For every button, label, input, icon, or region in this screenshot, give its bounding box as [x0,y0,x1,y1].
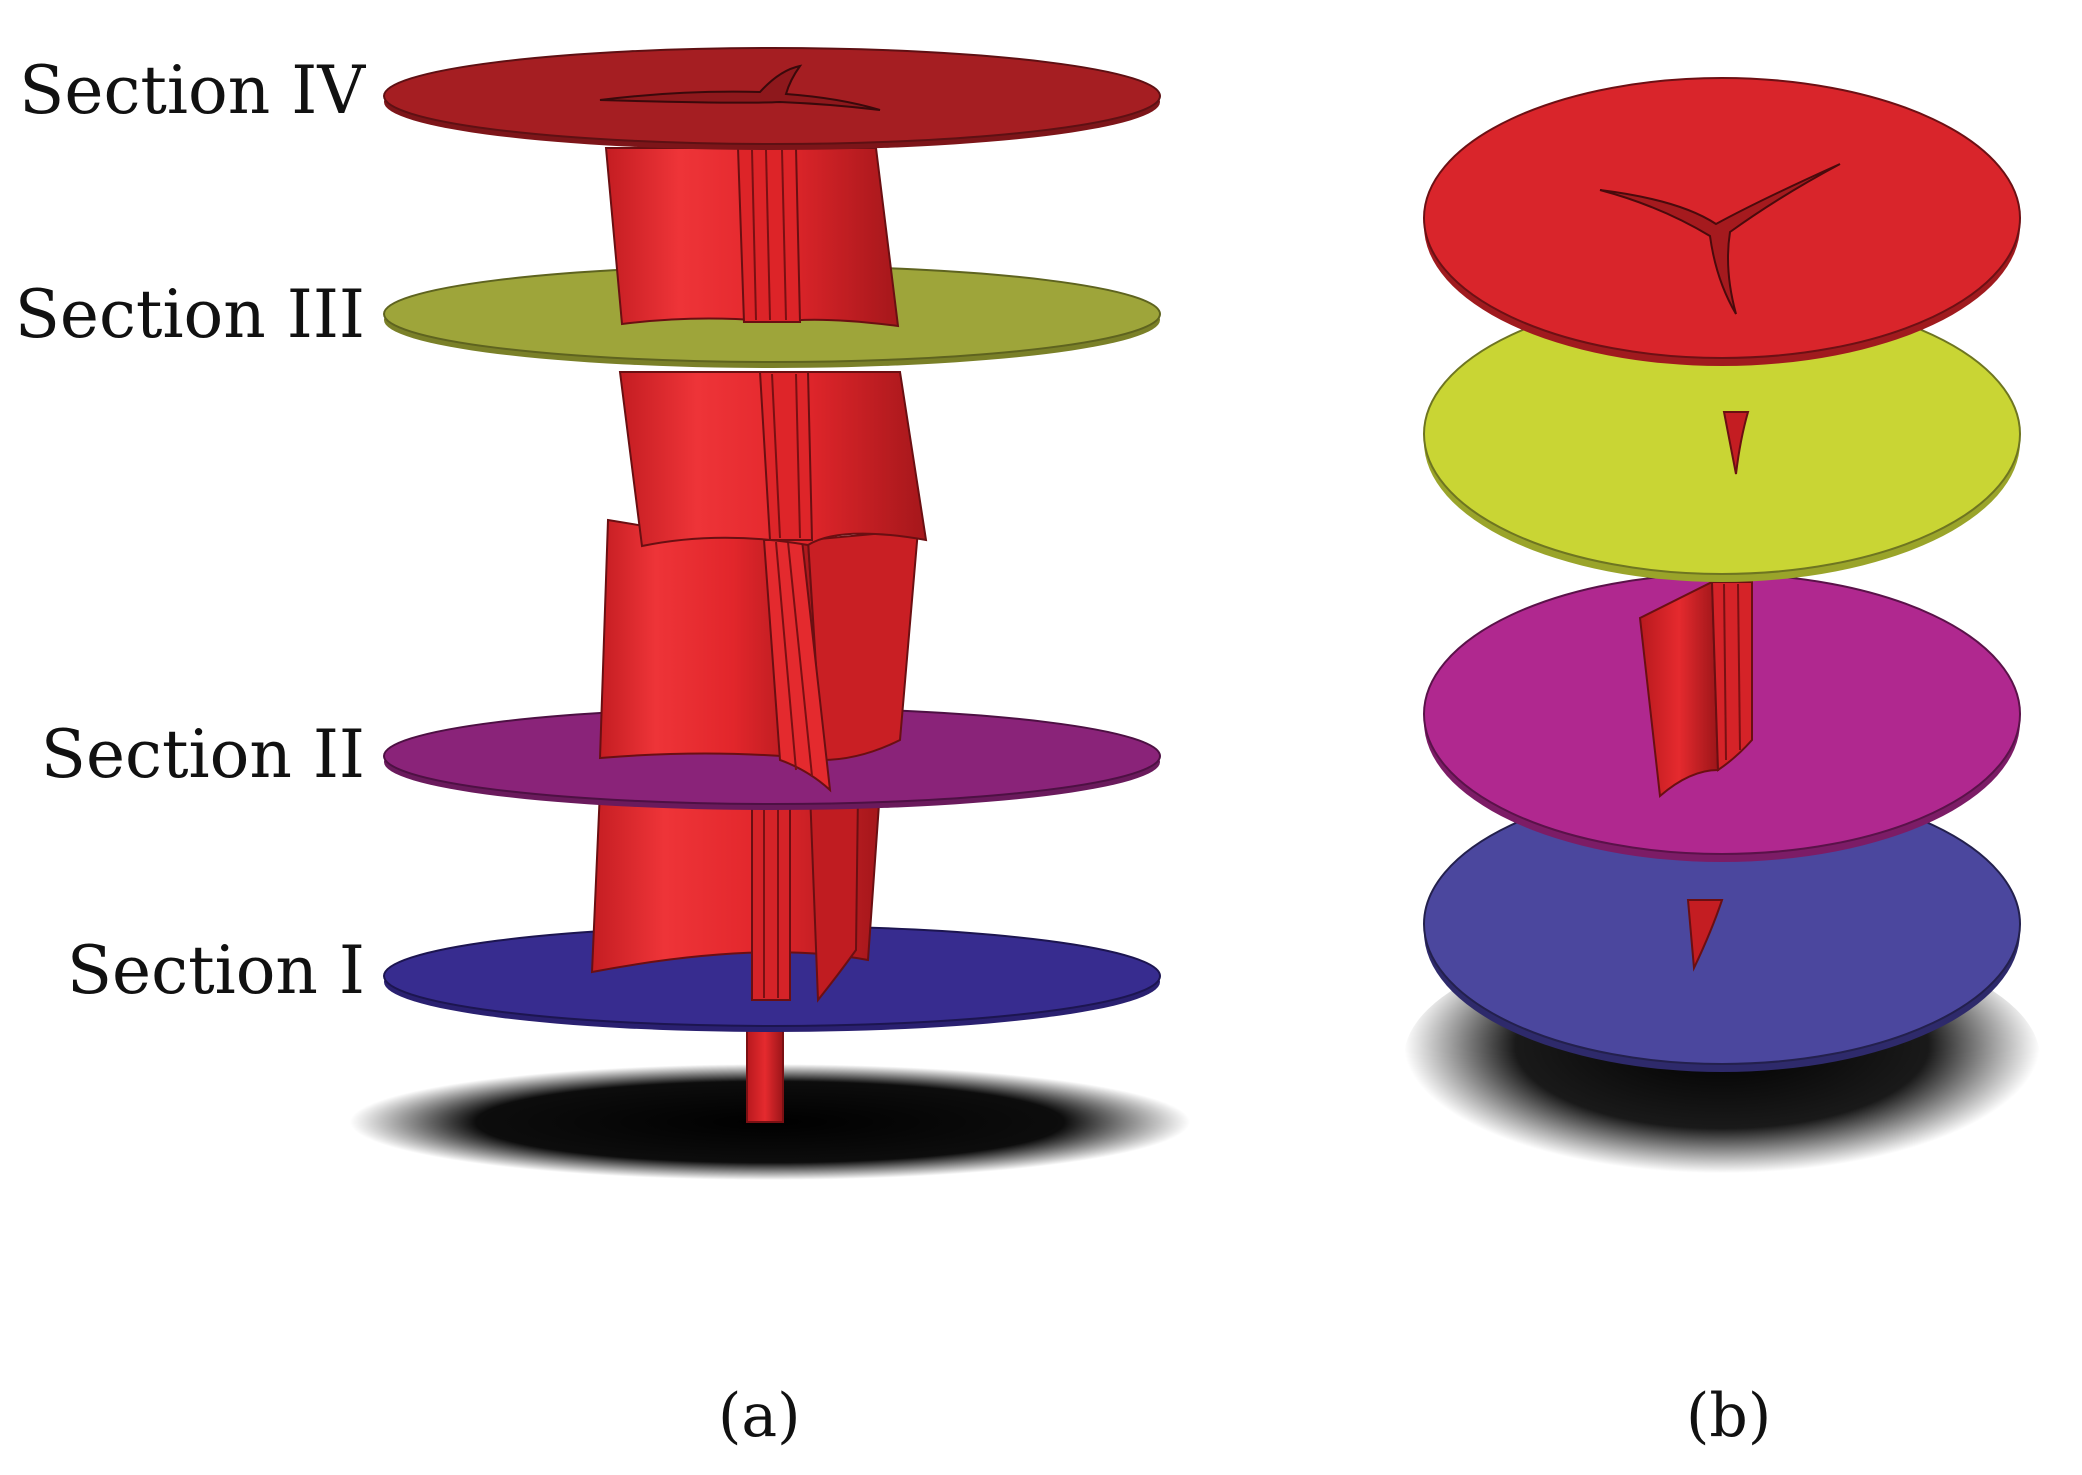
label-section-iv: Section IV [19,52,365,129]
disc-b-yellow [1423,293,2021,582]
blades-section-ii-iii [598,518,920,793]
section-ii-disc [383,707,1161,810]
disc-b-magenta [1423,573,2021,862]
panel-b-drawing [1404,77,2040,1186]
disc-b-red [1423,77,2021,366]
panel-a-drawing [350,47,1190,1180]
shaft [746,1019,784,1123]
blades-section-iv [604,147,900,328]
label-section-iii: Section III [14,276,365,353]
blades-section-iii [618,371,928,548]
caption-b: (b) [1686,1381,1772,1451]
label-section-ii: Section II [40,716,365,793]
section-iv-blade-cutout [599,64,881,111]
disc-b-blade-cutout [1599,163,1841,315]
caption-a: (a) [718,1381,801,1451]
section-iii-disc [383,265,1161,368]
label-section-i: Section I [66,932,365,1009]
section-iv-disc [383,47,1161,150]
disc-b-blue [1423,783,2021,1072]
blades-section-i-ii [590,789,882,1003]
